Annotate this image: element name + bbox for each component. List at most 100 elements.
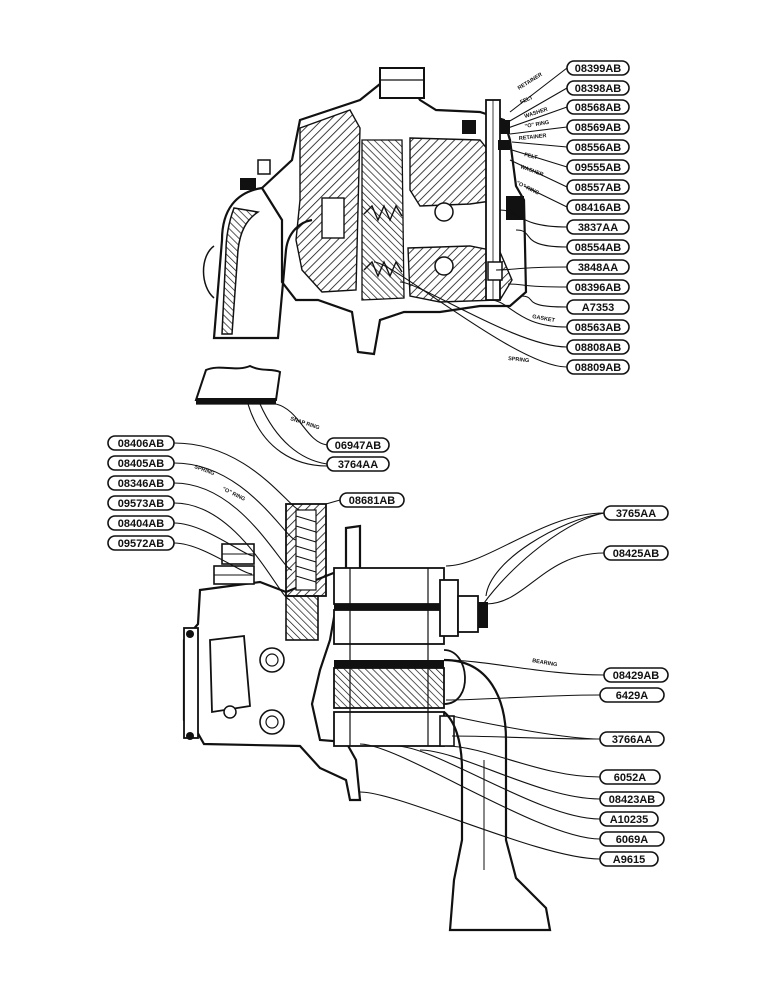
right-callout-6429a-outline [599, 687, 665, 703]
left-callout-09573ab-text: 09573AB [118, 498, 165, 510]
top-callout-08681ab-outline [339, 492, 405, 508]
top-callout-08569ab-outline [566, 119, 630, 135]
right-callout-08425ab: 08425AB [603, 545, 669, 561]
right-callout-3765aa-outline [603, 505, 669, 521]
right-callout-3765aa: 3765AA [603, 505, 669, 521]
top-callout-08681ab: 08681AB [339, 492, 405, 508]
left-callout-08406ab: 08406AB [107, 435, 175, 451]
top-callout-a7353-outline [566, 299, 630, 315]
right-callout-a9615-text: A9615 [613, 854, 645, 866]
top-callout-08416ab: 08416AB [566, 199, 630, 215]
top-callout-08396ab-text: 08396AB [575, 282, 622, 294]
top-callout-08556ab-outline [566, 139, 630, 155]
right-callout-08429ab: 08429AB [603, 667, 669, 683]
top-callout-08568ab: 08568AB [566, 99, 630, 115]
right-callout-6052a-text: 6052A [614, 772, 646, 784]
top-callout-3837aa-outline [566, 219, 630, 235]
left-leader-5 [173, 542, 253, 575]
top-callout-3848aa-text: 3848AA [578, 262, 618, 274]
top-callout-08557ab-text: 08557AB [575, 182, 622, 194]
snap-callout-06947ab: 06947AB [326, 437, 390, 453]
top-callout-08809ab-outline [566, 359, 630, 375]
left-callout-08405ab: 08405AB [107, 455, 175, 471]
left-callout-09573ab-outline [107, 495, 175, 511]
top-callout-08808ab-text: 08808AB [575, 342, 622, 354]
right-callout-3765aa-text: 3765AA [616, 508, 656, 520]
right-callout-08429ab-text: 08429AB [613, 670, 660, 682]
right-callout-a9615-outline [599, 851, 659, 867]
right-callout-3766aa-text: 3766AA [612, 734, 652, 746]
top-callout-08808ab: 08808AB [566, 339, 630, 355]
left-callout-08406ab-outline [107, 435, 175, 451]
top-note-3: "O" RING [524, 120, 549, 130]
top-callout-08399ab-text: 08399AB [575, 63, 622, 75]
snap-callout-3764aa: 3764AA [326, 456, 390, 472]
right-callout-a10235-text: A10235 [610, 814, 649, 826]
top-leader-11 [507, 283, 568, 288]
top-leader-12 [519, 295, 568, 308]
top-callout-a7353: A7353 [566, 299, 630, 315]
top-callout-08398ab-text: 08398AB [575, 83, 622, 95]
right-leader-7 [395, 745, 601, 820]
top-callout-08399ab-outline [566, 60, 630, 76]
top-callout-08554ab: 08554AB [566, 239, 630, 255]
top-leader-6 [509, 159, 568, 188]
right-leader-4 [451, 735, 601, 740]
bottom-assembly-drawing [182, 503, 552, 932]
top-callout-08557ab: 08557AB [566, 179, 630, 195]
right-leader-0 [445, 512, 605, 567]
top-callout-09555ab: 09555AB [566, 159, 630, 175]
right-callout-3766aa: 3766AA [599, 731, 665, 747]
right-callout-3766aa-outline [599, 731, 665, 747]
top-leader-4 [511, 141, 568, 148]
top-callout-08809ab-text: 08809AB [575, 362, 622, 374]
right-callout-6052a-outline [599, 769, 661, 785]
right-leader-4b [451, 715, 601, 740]
snap-leader-0 [275, 403, 328, 446]
right-callout-a9615: A9615 [599, 851, 659, 867]
right-callout-08425ab-outline [603, 545, 669, 561]
top-assembly-drawing [202, 67, 528, 356]
bottom-note-spring: SPRING [193, 464, 215, 477]
top-callout-3837aa-text: 3837AA [578, 222, 618, 234]
left-leader-2 [173, 482, 293, 571]
top-note-9: SPRING [508, 356, 530, 364]
right-leader-0c [477, 512, 605, 613]
right-callout-a10235: A10235 [599, 811, 659, 827]
top-callout-08554ab-text: 08554AB [575, 242, 622, 254]
left-callout-08346ab-outline [107, 475, 175, 491]
left-callout-08346ab: 08346AB [107, 475, 175, 491]
top-note-6: WASHER [519, 164, 544, 178]
snap-ring-detail-drawing [194, 364, 282, 405]
right-leader-0b [485, 512, 605, 597]
left-callout-08404ab: 08404AB [107, 515, 175, 531]
right-leader-1 [485, 552, 605, 605]
snap-callout-06947ab-outline [326, 437, 390, 453]
left-callout-09573ab: 09573AB [107, 495, 175, 511]
right-callout-6429a: 6429A [599, 687, 665, 703]
left-callout-08405ab-text: 08405AB [118, 458, 165, 470]
right-callout-08423ab: 08423AB [599, 791, 665, 807]
top-callout-09555ab-outline [566, 159, 630, 175]
top-callout-08681ab-text: 08681AB [349, 495, 396, 507]
top-leader-9 [515, 229, 568, 248]
top-leader-10 [495, 266, 568, 271]
top-callout-08399ab: 08399AB [566, 60, 630, 76]
top-leader-5 [511, 149, 568, 168]
right-callout-6429a-text: 6429A [616, 690, 648, 702]
leader-lines [173, 67, 605, 860]
right-callout-6052a: 6052A [599, 769, 661, 785]
top-callout-08396ab-outline [566, 279, 630, 295]
top-callout-3848aa: 3848AA [566, 259, 630, 275]
top-callout-08808ab-outline [566, 339, 630, 355]
top-callout-08569ab-text: 08569AB [575, 122, 622, 134]
snap-callout-06947ab-text: 06947AB [335, 440, 382, 452]
top-note-4: RETAINER [519, 133, 547, 142]
top-callout-08569ab: 08569AB [566, 119, 630, 135]
top-leader-2 [507, 106, 568, 129]
top-callout-08568ab-text: 08568AB [575, 102, 622, 114]
right-leader-9 [359, 791, 601, 860]
top-callout-09555ab-text: 09555AB [575, 162, 622, 174]
left-callout-08406ab-text: 08406AB [118, 438, 165, 450]
right-leader-5 [445, 745, 601, 778]
